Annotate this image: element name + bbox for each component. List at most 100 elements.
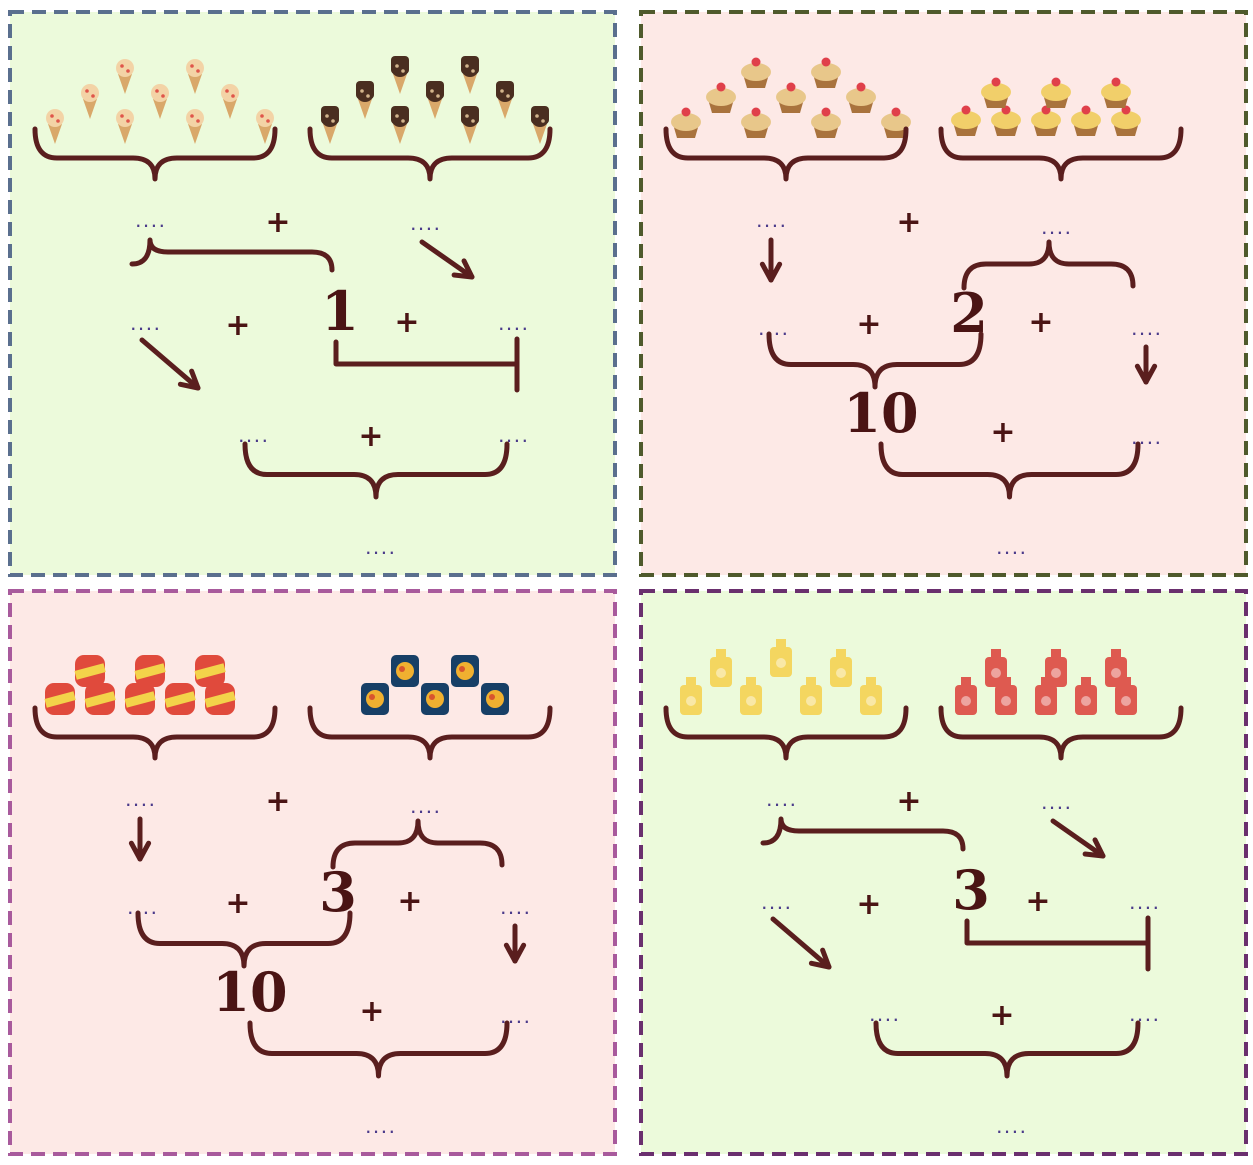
blue-cookie-box-icon <box>421 683 449 715</box>
scoop <box>186 109 204 127</box>
cap <box>1111 649 1121 658</box>
label <box>1051 668 1061 678</box>
cap <box>716 649 726 658</box>
answer-blank: .... <box>868 1010 899 1025</box>
answer-blank: .... <box>497 319 528 334</box>
cherry <box>857 83 866 92</box>
sprinkle <box>465 114 469 118</box>
blue-cookie-box-icon <box>481 683 509 715</box>
given-number: 3 <box>952 858 990 922</box>
cherry <box>717 83 726 92</box>
label <box>1001 696 1011 706</box>
sprinkle <box>91 94 95 98</box>
plus-sign: + <box>1028 305 1053 340</box>
panel-ice-cream: ....+....1....++........+........ <box>10 12 615 575</box>
sprinkle <box>225 89 229 93</box>
scoop <box>46 109 64 127</box>
sprinkle <box>50 114 54 118</box>
answer-blank: .... <box>757 324 788 339</box>
plus-sign: + <box>989 998 1014 1033</box>
answer-blank: .... <box>409 219 440 234</box>
sprinkle <box>535 114 539 118</box>
striped-candy-icon <box>204 683 235 715</box>
filling <box>369 694 375 700</box>
cookie <box>366 690 384 708</box>
filling <box>429 694 435 700</box>
cherry <box>992 78 1001 87</box>
answer-blank: .... <box>1128 1010 1159 1025</box>
scoop <box>116 109 134 127</box>
panel-candies: ....+....3....++....10+........ <box>10 591 615 1154</box>
answer-blank: .... <box>364 543 395 558</box>
cap <box>1051 649 1061 658</box>
plus-sign: + <box>359 994 384 1029</box>
plus-sign: + <box>265 205 290 240</box>
label <box>806 696 816 706</box>
plus-sign: + <box>225 886 250 921</box>
cherry <box>822 58 831 67</box>
ten-number: 10 <box>212 960 287 1024</box>
filling <box>489 694 495 700</box>
sprinkle <box>155 89 159 93</box>
sprinkle <box>360 89 364 93</box>
label <box>716 668 726 678</box>
plus-sign: + <box>394 305 419 340</box>
cherry <box>752 58 761 67</box>
label <box>1041 696 1051 706</box>
answer-blank: .... <box>237 431 268 446</box>
answer-blank: .... <box>134 216 165 231</box>
cap <box>961 677 971 686</box>
answer-blank: .... <box>497 431 528 446</box>
sprinkle <box>500 89 504 93</box>
sprinkle <box>395 114 399 118</box>
cap <box>806 677 816 686</box>
sprinkle <box>126 119 130 123</box>
striped-candy-icon <box>164 683 195 715</box>
scoop <box>221 84 239 102</box>
sprinkle <box>120 64 124 68</box>
cap <box>866 677 876 686</box>
sprinkle <box>126 69 130 73</box>
blue-cookie-box-icon <box>361 683 389 715</box>
striped-candy-icon <box>124 683 155 715</box>
cap <box>836 649 846 658</box>
label <box>866 696 876 706</box>
sprinkle <box>190 114 194 118</box>
bar <box>461 106 479 124</box>
cherry <box>787 83 796 92</box>
ten-number: 10 <box>843 381 918 445</box>
striped-candy-icon <box>44 683 75 715</box>
sprinkle <box>196 119 200 123</box>
sprinkle <box>325 114 329 118</box>
bar <box>391 56 409 74</box>
sprinkle <box>471 119 475 123</box>
cookie <box>426 690 444 708</box>
answer-blank: .... <box>760 898 791 913</box>
bar <box>531 106 549 124</box>
answer-blank: .... <box>126 903 157 918</box>
scoop <box>256 109 274 127</box>
cherry <box>892 108 901 117</box>
sprinkle <box>196 69 200 73</box>
bar <box>356 81 374 99</box>
sprinkle <box>541 119 545 123</box>
sprinkle <box>231 94 235 98</box>
label <box>1081 696 1091 706</box>
label <box>961 696 971 706</box>
striped-candy-icon <box>134 655 165 687</box>
cherry <box>682 108 691 117</box>
cookie <box>456 662 474 680</box>
cherry <box>752 108 761 117</box>
sprinkle <box>430 89 434 93</box>
cap <box>686 677 696 686</box>
plus-sign: + <box>358 419 383 454</box>
plus-sign: + <box>856 887 881 922</box>
answer-blank: .... <box>1040 798 1071 813</box>
sprinkle <box>85 89 89 93</box>
sprinkle <box>436 94 440 98</box>
scoop <box>151 84 169 102</box>
bar <box>321 106 339 124</box>
panel-cupcakes: ....+....2....++....10+........ <box>641 12 1246 575</box>
plus-sign: + <box>1025 884 1050 919</box>
